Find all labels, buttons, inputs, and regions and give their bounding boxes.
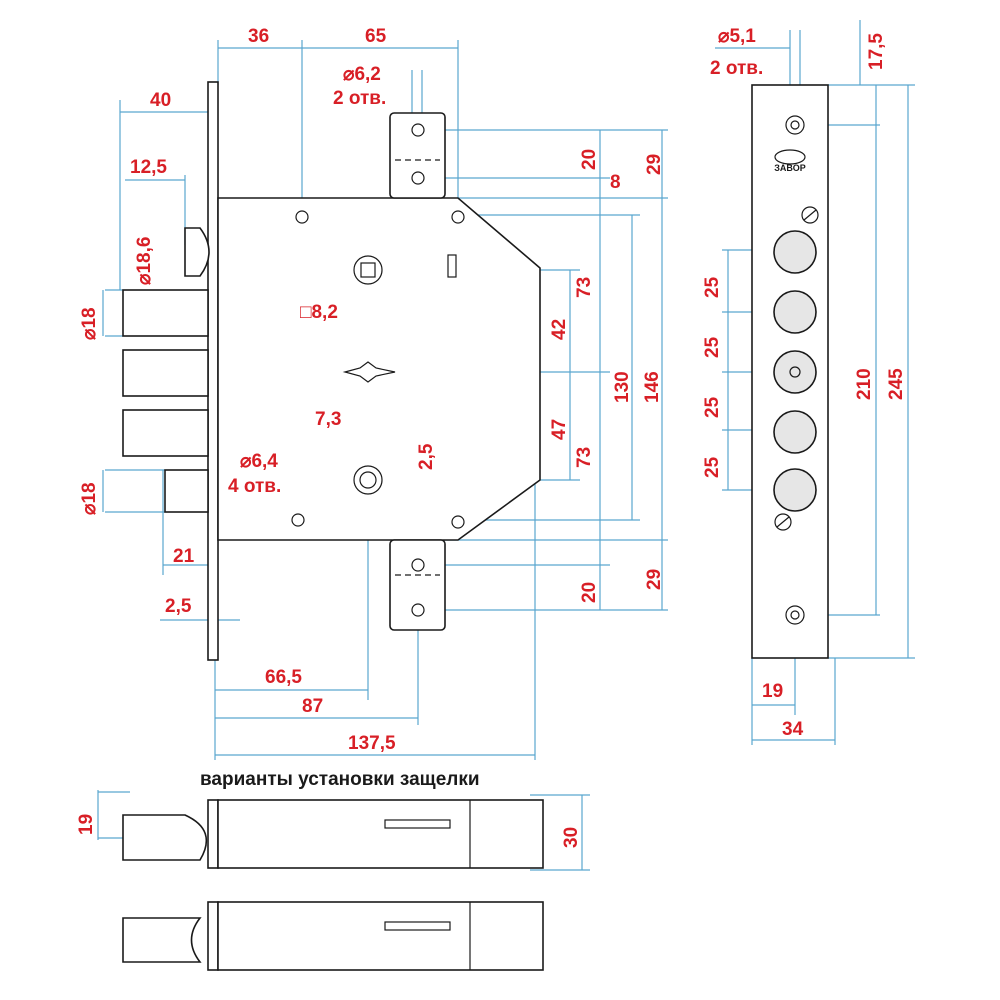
deadbolt-4 (164, 469, 209, 513)
hole (291, 513, 305, 527)
dim-dia-18-b: ⌀18 (79, 482, 100, 515)
dim-20-a: 20 (579, 149, 600, 170)
lock-body (122, 81, 541, 661)
dim-36: 36 (248, 26, 269, 47)
hole (295, 210, 309, 224)
dim-19-b: 19 (76, 814, 97, 835)
dim-42: 42 (549, 319, 570, 340)
dim-210: 210 (854, 368, 875, 400)
dim-73-a: 73 (574, 277, 595, 298)
latch-variants-caption: варианты установки защелки (200, 769, 480, 790)
hole (411, 171, 425, 185)
mount-hole-bottom (785, 605, 805, 625)
dim-2-holes-b: 2 отв. (710, 58, 763, 79)
dim-2-5-b: 2,5 (165, 596, 192, 617)
top-tab (389, 112, 446, 199)
dim-29-b: 29 (644, 569, 665, 590)
hole (451, 515, 465, 529)
keyhole (342, 361, 396, 383)
latch-variant-2 (122, 901, 544, 971)
dim-8: 8 (610, 172, 621, 193)
dim-25-b: 25 (702, 336, 723, 358)
dim-21: 21 (173, 546, 195, 567)
dim-25-a: 25 (702, 276, 723, 298)
lock-faceplate (207, 81, 219, 661)
mount-hole-top (785, 115, 805, 135)
dim-40: 40 (150, 90, 171, 111)
spindle-hub (353, 255, 383, 285)
cylinder-hub (353, 465, 383, 495)
brand-logo: ЗАВОР (774, 149, 806, 173)
dim-87: 87 (302, 696, 323, 717)
dim-20-b: 20 (579, 582, 600, 603)
dim-4-holes: 4 отв. (228, 476, 281, 497)
dim-7-3: 7,3 (315, 409, 341, 430)
dim-146: 146 (642, 371, 663, 403)
hole (411, 558, 425, 572)
hole (411, 123, 425, 137)
dim-square-8-2: □8,2 (300, 302, 338, 323)
dim-34: 34 (782, 719, 804, 740)
dim-245: 245 (886, 368, 907, 400)
bolt-hole-3 (773, 410, 817, 454)
dim-hole-5-1: ⌀5,1 (718, 26, 756, 47)
dim-137-5: 137,5 (348, 733, 396, 754)
dim-dia-18-a: ⌀18 (79, 307, 100, 340)
slot (447, 254, 457, 278)
dim-130: 130 (612, 371, 633, 403)
dim-dia-18-6: ⌀18,6 (134, 237, 155, 285)
screw-top (801, 206, 819, 224)
bolt-hole-2 (773, 290, 817, 334)
dim-2-holes-a: 2 отв. (333, 88, 386, 109)
faceplate-side-view: ЗАВОР (751, 84, 829, 659)
latch-hole (773, 350, 817, 394)
bottom-tab (389, 539, 446, 631)
deadbolt-2 (122, 349, 209, 397)
dim-25-c: 25 (702, 396, 723, 418)
dim-19-a: 19 (762, 681, 783, 702)
dim-47: 47 (549, 419, 570, 440)
logo-text: ЗАВОР (774, 163, 805, 173)
dim-25-d: 25 (702, 456, 723, 478)
latch-bolt (184, 227, 210, 277)
dim-73-b: 73 (574, 447, 595, 468)
hole (411, 603, 425, 617)
dim-66-5: 66,5 (265, 667, 302, 688)
dim-2-5-a: 2,5 (416, 443, 437, 470)
bolt-hole-1 (773, 230, 817, 274)
dim-65: 65 (365, 26, 387, 47)
latch-variants (122, 799, 544, 971)
deadbolt-3 (122, 409, 209, 457)
dimension-labels: 36 65 ⌀6,2 2 отв. 40 12,5 ⌀18,6 ⌀18 ⌀18 … (76, 26, 907, 848)
spindle-square (360, 262, 376, 278)
dim-hole-6-4: ⌀6,4 (240, 451, 278, 472)
bolt-hole-4 (773, 468, 817, 512)
latch-variant-1 (122, 799, 544, 869)
dim-17-5: 17,5 (866, 33, 887, 70)
hole (451, 210, 465, 224)
dim-12-5: 12,5 (130, 157, 167, 178)
dim-30: 30 (561, 827, 582, 848)
dim-hole-6-2: ⌀6,2 (343, 64, 381, 85)
dim-29-a: 29 (644, 154, 665, 175)
screw-bottom (774, 513, 792, 531)
deadbolt-1 (122, 289, 209, 337)
